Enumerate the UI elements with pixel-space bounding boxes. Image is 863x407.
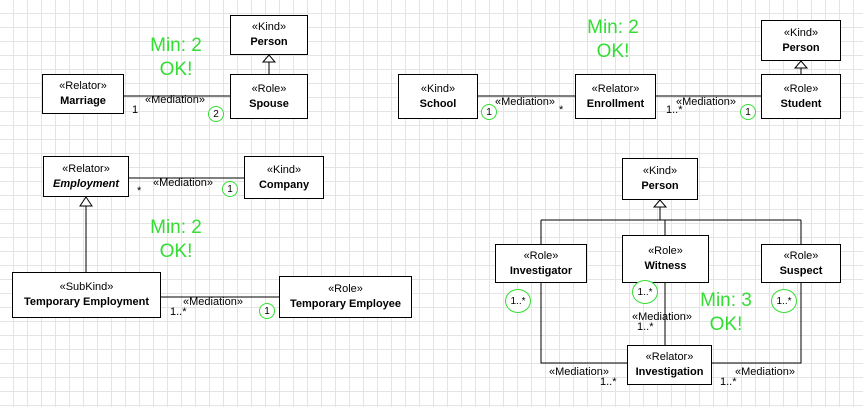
class-name: Marriage	[60, 95, 106, 107]
multiplicity-highlight: 2	[208, 106, 224, 122]
multiplicity-highlight: 1..*	[632, 280, 658, 304]
note-line: Min: 3	[700, 290, 752, 311]
class-marriage[interactable]: «Relator» Marriage	[42, 74, 124, 114]
association-label: «Mediation»	[145, 94, 205, 106]
constraint-note: Min: 3 OK!	[690, 289, 762, 337]
multiplicity-highlight: 1	[259, 303, 275, 319]
class-spouse[interactable]: «Role» Spouse	[230, 74, 308, 119]
association-label: «Mediation»	[632, 311, 692, 323]
class-name: Enrollment	[586, 97, 645, 110]
class-investigation[interactable]: «Relator» Investigation	[627, 345, 712, 385]
note-line: OK!	[159, 241, 193, 262]
association-label: «Mediation»	[495, 96, 555, 108]
stereotype-label: «Kind»	[266, 163, 302, 176]
mediation-line	[540, 283, 627, 364]
class-name: Investigation	[635, 366, 704, 378]
constraint-note: Min: 2 OK!	[577, 16, 649, 64]
class-investigator[interactable]: «Role» Investigator	[495, 244, 587, 283]
multiplicity-label: 1..*	[637, 321, 654, 333]
mediation-line	[712, 283, 802, 364]
class-name: Employment	[52, 177, 119, 190]
class-witness[interactable]: «Role» Witness	[622, 235, 709, 283]
class-name: Suspect	[779, 264, 823, 277]
stereotype-label: «Kind»	[642, 165, 678, 177]
multiplicity-highlight: 1	[222, 181, 238, 197]
multiplicity-label: 1	[132, 104, 139, 116]
stereotype-label: «Kind»	[783, 26, 819, 39]
note-line: Min: 2	[150, 35, 202, 56]
constraint-note: Min: 2 OK!	[140, 216, 212, 264]
class-name: Person	[250, 36, 288, 48]
stereotype-label: «Kind»	[420, 82, 456, 95]
class-school[interactable]: «Kind» School	[398, 74, 478, 119]
class-name: Person	[641, 180, 679, 192]
class-name: School	[419, 97, 457, 110]
stereotype-label: «Relator»	[591, 82, 640, 95]
class-employment[interactable]: «Relator» Employment	[43, 156, 129, 197]
class-person[interactable]: «Kind» Person	[761, 20, 841, 61]
stereotype-label: «Role»	[328, 283, 363, 295]
note-line: OK!	[709, 314, 743, 335]
class-suspect[interactable]: «Role» Suspect	[761, 244, 841, 283]
association-label: «Mediation»	[549, 366, 609, 378]
class-name: Student	[780, 97, 822, 110]
class-person[interactable]: «Kind» Person	[230, 15, 308, 55]
stereotype-label: «Relator»	[62, 162, 110, 175]
note-line: Min: 2	[150, 217, 202, 238]
stereotype-label: «Relator»	[645, 351, 694, 363]
class-student[interactable]: «Role» Student	[761, 74, 841, 119]
note-line: OK!	[596, 41, 630, 62]
stereotype-label: «Role»	[783, 249, 819, 262]
class-name: Witness	[644, 260, 687, 272]
multiplicity-label: *	[559, 104, 564, 116]
class-name: Investigator	[509, 264, 573, 277]
association-label: «Mediation»	[676, 96, 736, 108]
constraint-note: Min: 2 OK!	[140, 34, 212, 82]
class-name: Temporary Employment	[23, 296, 150, 308]
stereotype-label: «Kind»	[251, 21, 287, 33]
stereotype-label: «Role»	[523, 249, 559, 262]
class-enrollment[interactable]: «Relator» Enrollment	[575, 74, 656, 119]
multiplicity-highlight: 1..*	[505, 289, 531, 313]
generalization-arrowhead	[261, 54, 277, 63]
stereotype-label: «Role»	[783, 82, 819, 95]
multiplicity-label: *	[137, 185, 142, 197]
generalization-arrowhead	[652, 199, 668, 208]
class-company[interactable]: «Kind» Company	[244, 156, 324, 199]
class-temporary-employee[interactable]: «Role» Temporary Employee	[279, 276, 412, 318]
multiplicity-highlight: 1..*	[771, 289, 797, 313]
generalization-arrowhead	[79, 196, 93, 207]
class-name: Company	[258, 178, 310, 191]
association-label: «Mediation»	[153, 177, 213, 189]
class-name: Temporary Employee	[289, 298, 402, 310]
class-temporary-employment[interactable]: «SubKind» Temporary Employment	[12, 272, 161, 318]
stereotype-label: «SubKind»	[59, 281, 114, 293]
class-person[interactable]: «Kind» Person	[622, 158, 698, 200]
multiplicity-label: 1..*	[666, 104, 683, 116]
multiplicity-label: 1..*	[600, 376, 617, 388]
multiplicity-label: 1..*	[720, 376, 737, 388]
multiplicity-label: 1..*	[170, 306, 187, 318]
multiplicity-highlight: 1	[481, 104, 497, 120]
association-label: «Mediation»	[735, 366, 795, 378]
class-name: Person	[782, 41, 820, 54]
stereotype-label: «Relator»	[59, 80, 107, 92]
note-line: OK!	[159, 59, 193, 80]
stereotype-label: «Role»	[251, 82, 287, 95]
multiplicity-highlight: 1	[740, 104, 756, 120]
association-label: «Mediation»	[183, 296, 243, 308]
generalization-arrowhead	[793, 60, 809, 69]
stereotype-label: «Role»	[648, 245, 683, 257]
note-line: Min: 2	[587, 17, 639, 38]
class-name: Spouse	[249, 97, 289, 110]
